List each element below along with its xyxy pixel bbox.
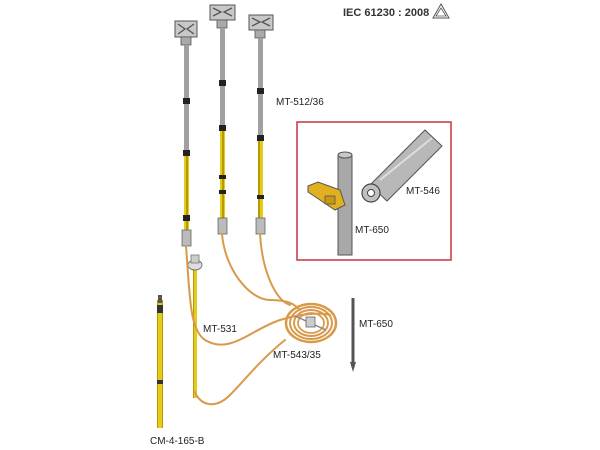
operating-stick	[157, 295, 163, 428]
cable-reel	[284, 302, 338, 344]
pole-left	[181, 45, 192, 247]
ground-clamp-pole	[187, 254, 203, 398]
detail-clamp	[307, 181, 346, 211]
clamp-head-right	[248, 14, 274, 39]
pole-middle	[217, 28, 228, 235]
label-mt-512: MT-512/36	[276, 97, 324, 108]
detail-box	[296, 121, 452, 261]
label-mt-546: MT-546	[406, 186, 440, 197]
label-mt-650-detail: MT-650	[355, 225, 389, 236]
pole-right	[255, 38, 266, 235]
label-mt-650: MT-650	[359, 319, 393, 330]
clamp-head-middle	[209, 4, 236, 29]
standard-label: IEC 61230 : 2008	[343, 7, 429, 19]
standard-triangle-icon	[432, 2, 450, 19]
label-cm-4: CM-4-165-B	[150, 436, 205, 447]
earth-electrode	[350, 298, 356, 372]
label-mt-543: MT-543/35	[273, 350, 321, 361]
label-mt-531: MT-531	[203, 324, 237, 335]
clamp-head-left	[174, 20, 198, 46]
